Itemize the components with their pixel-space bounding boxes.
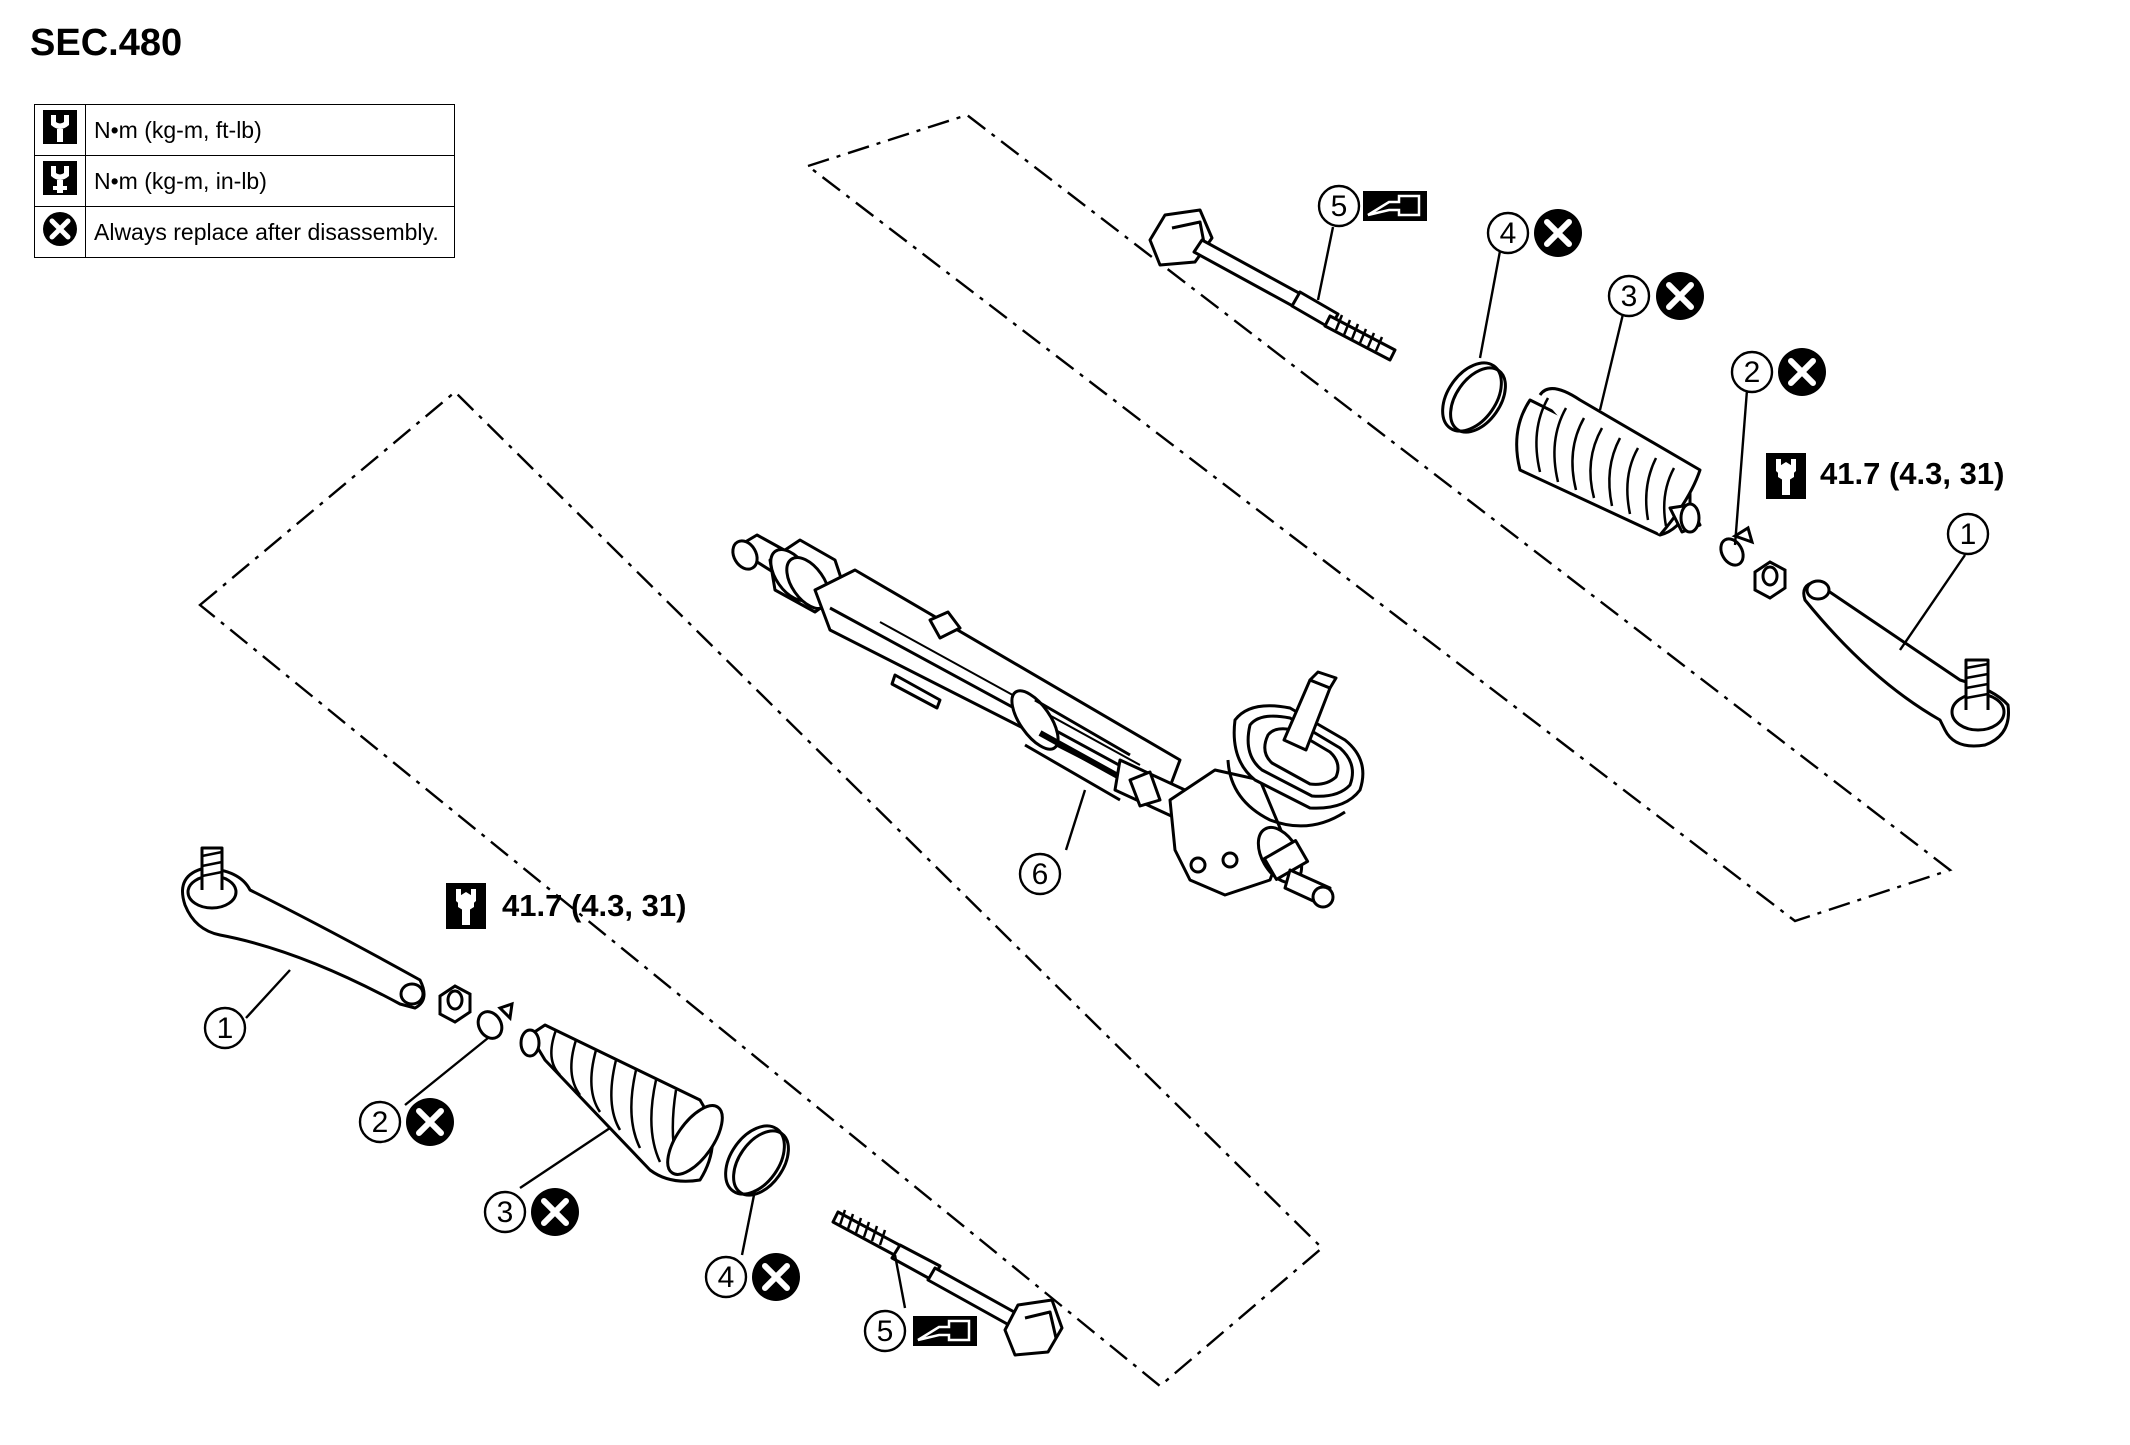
callout-inner-socket-lower: 5 (863, 1309, 907, 1353)
svg-text:3: 3 (497, 1196, 514, 1229)
boot-clamp-upper (1719, 525, 1755, 567)
svg-text:5: 5 (877, 1315, 894, 1348)
callout-tie-rod-end-upper: 1 (1946, 512, 1990, 556)
svg-text:2: 2 (372, 1106, 389, 1139)
boot-band-upper (1441, 361, 1507, 434)
replace-x-icon (34, 206, 86, 258)
torque-wrench-in-lb-icon (34, 155, 86, 207)
callout-tie-rod-end-lower: 1 (203, 1006, 247, 1050)
replace-x-icon (1656, 272, 1704, 320)
callout-boot-upper: 3 (1607, 274, 1651, 318)
callout-boot-lower: 3 (483, 1190, 527, 1234)
torque-spec-lower: 41.7 (4.3, 31) (502, 888, 686, 923)
legend-row: N•m (kg-m, in-lb) (34, 155, 455, 207)
legend-text: Always replace after disassembly. (85, 206, 455, 258)
nut-lower (438, 984, 472, 1024)
assembly-frame-upper (805, 113, 1953, 923)
svg-text:2: 2 (1744, 356, 1761, 389)
callout-boot-band-upper: 4 (1486, 211, 1530, 255)
boot-clamp-lower (476, 1001, 514, 1040)
torque-wrench-icon (1766, 453, 1806, 499)
svg-text:5: 5 (1331, 190, 1348, 223)
torque-spec-upper: 41.7 (4.3, 31) (1820, 456, 2004, 491)
svg-text:4: 4 (718, 1261, 735, 1294)
grease-icon (911, 1314, 979, 1348)
legend-row: N•m (kg-m, ft-lb) (34, 104, 455, 156)
leader-lines (245, 226, 1966, 1309)
inner-socket-upper (1148, 208, 1397, 362)
svg-text:6: 6 (1032, 858, 1049, 891)
tie-rod-end-upper (1802, 579, 2011, 748)
callout-inner-socket-upper: 5 (1317, 184, 1361, 228)
callout-boot-band-lower: 4 (704, 1255, 748, 1299)
section-title: SEC.480 (30, 22, 183, 64)
tie-rod-end-lower (181, 846, 426, 1010)
svg-text:1: 1 (217, 1012, 234, 1045)
replace-x-icon (531, 1188, 579, 1236)
boot-band-lower (724, 1124, 790, 1197)
nut-upper (1753, 560, 1787, 600)
legend-row: Always replace after disassembly. (34, 206, 455, 258)
callout-boot-clamp-upper: 2 (1730, 350, 1774, 394)
replace-x-icon (1534, 209, 1582, 257)
symbol-legend: N•m (kg-m, ft-lb) N•m (kg-m, in-lb) Alwa… (34, 104, 455, 258)
torque-wrench-ft-lb-icon (34, 104, 86, 156)
svg-text:1: 1 (1960, 518, 1977, 551)
boot-upper (1515, 387, 1702, 537)
assembly-frame-lower (198, 390, 1324, 1388)
replace-x-icon (1778, 348, 1826, 396)
replace-x-icon (406, 1098, 454, 1146)
callout-boot-clamp-lower: 2 (358, 1100, 402, 1144)
svg-text:3: 3 (1621, 280, 1638, 313)
svg-text:4: 4 (1500, 217, 1517, 250)
steering-gear-body (731, 533, 1365, 909)
torque-wrench-icon (446, 883, 486, 929)
inner-socket-lower (831, 1209, 1064, 1357)
legend-text: N•m (kg-m, in-lb) (85, 155, 455, 207)
boot-lower (519, 1023, 724, 1183)
callout-gear-body: 6 (1018, 852, 1062, 896)
replace-x-icon (752, 1253, 800, 1301)
grease-icon (1361, 189, 1429, 223)
